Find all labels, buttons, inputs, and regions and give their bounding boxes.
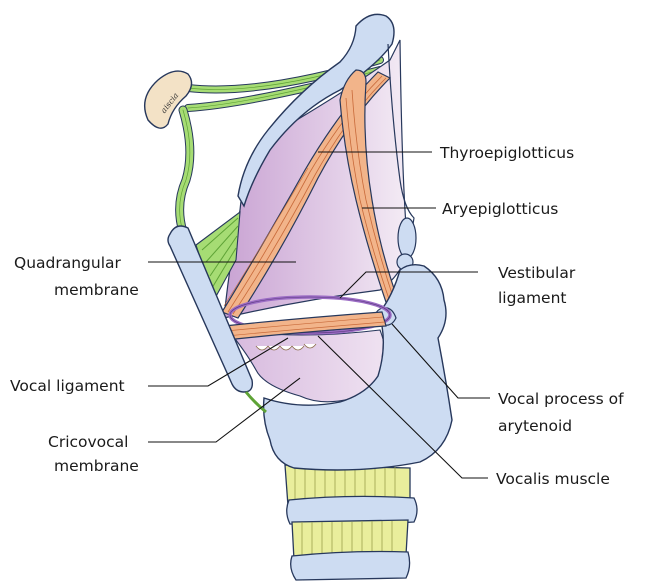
- cuneiform-cartilage: [398, 218, 416, 258]
- label-quadrangular-line1: Quadrangular: [14, 254, 122, 272]
- label-vocal-ligament: Vocal ligament: [10, 377, 125, 395]
- cricothyroid-strand: [246, 392, 266, 412]
- trachea-cartilage-2: [291, 552, 410, 581]
- label-thyroepiglotticus: Thyroepiglotticus: [439, 144, 574, 162]
- label-vocal-process-line1: Vocal process of: [498, 390, 624, 408]
- label-vestibular-line1: Vestibular: [498, 264, 576, 282]
- label-cricovocal-line2: membrane: [54, 457, 139, 475]
- label-cricovocal-line1: Cricovocal: [48, 433, 129, 451]
- label-vocal-process-line2: arytenoid: [498, 417, 572, 435]
- label-aryepiglotticus: Aryepiglotticus: [442, 200, 558, 218]
- label-vestibular-line2: ligament: [498, 289, 567, 307]
- label-vocalis: Vocalis muscle: [496, 470, 610, 488]
- label-quadrangular-line2: membrane: [54, 281, 139, 299]
- cricovocal-membrane-shape: [228, 330, 385, 402]
- trachea: [285, 465, 417, 580]
